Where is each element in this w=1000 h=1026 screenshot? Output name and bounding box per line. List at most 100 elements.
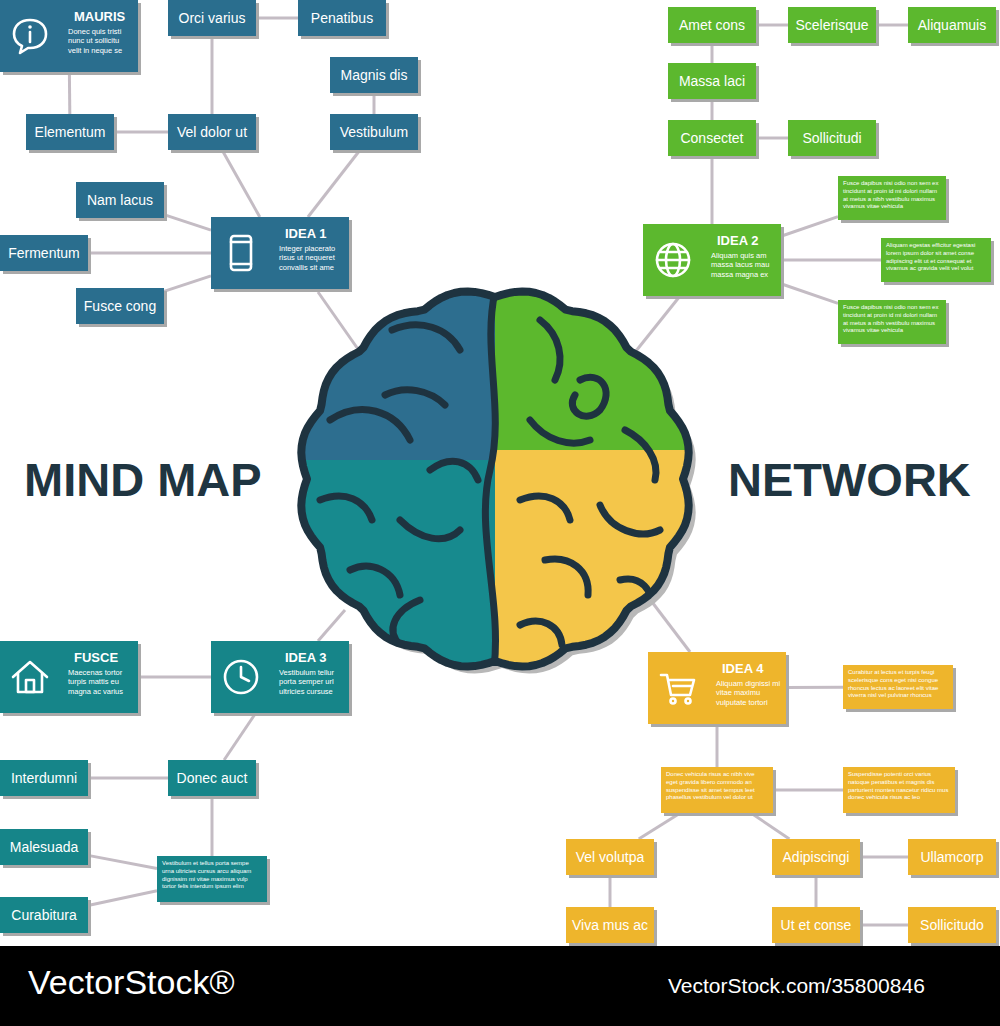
connector [711, 43, 714, 63]
idea-box: IDEA 3Vestibulum tellur porta semper url… [211, 641, 349, 713]
side-title: NETWORK [728, 452, 971, 507]
leader-line [652, 602, 690, 652]
note-box: Fusce dapibus nisi odio non sem ex tinci… [838, 176, 946, 220]
brain-fold [520, 621, 562, 645]
connector [211, 36, 214, 114]
connector [639, 813, 681, 839]
phone-icon [221, 233, 261, 273]
idea-heading: IDEA 2 [711, 233, 776, 248]
topic-box: Elementum [26, 114, 114, 150]
brain-fold [430, 461, 478, 480]
topic-label: Scelerisque [795, 17, 868, 33]
connector [876, 24, 908, 27]
connector [373, 93, 376, 114]
idea-box: IDEA 1 Integer placerato risus ut nequere… [211, 217, 349, 289]
topic-label: Donec auct [177, 770, 248, 786]
connector [756, 137, 788, 140]
topic-label: Viva mus ac [572, 917, 648, 933]
brain-fold [540, 320, 560, 380]
topic-box: Sollicitudo [908, 907, 996, 943]
idea-body: Aliquam quis am massa lacus mau massa ma… [711, 251, 776, 279]
brain-fold [385, 390, 445, 405]
idea-box: FUSCE Maecenas tortor turpis mattis eu ma… [0, 641, 138, 713]
idea-heading: FUSCE [68, 650, 133, 665]
topic-box: Nam lacus [76, 182, 164, 218]
topic-label: Consectet [680, 130, 743, 146]
connector [786, 686, 843, 689]
connector [711, 99, 714, 120]
brain-fold [320, 496, 372, 520]
topic-label: Magnis dis [341, 67, 408, 83]
connector [751, 813, 789, 839]
idea-body: Maecenas tortor turpis mattis eu magna a… [68, 668, 133, 696]
topic-box: Donec auct [168, 760, 256, 796]
note-box: Fusce dapibus nisi odio non sem ex tinci… [838, 300, 946, 344]
idea-box: IDEA 2 Aliquam quis am massa lacus mau ma… [643, 224, 781, 296]
topic-label: Ut et conse [781, 917, 852, 933]
topic-label: Penatibus [311, 10, 373, 26]
note-box: Curabitur at lectus et turpis feugi scel… [843, 665, 953, 709]
side-title: MIND MAP [24, 452, 262, 507]
topic-label: Vestibulum [340, 124, 408, 140]
connector [224, 713, 256, 760]
connector [860, 924, 908, 927]
note-text: Suspendisse potenti orci varius natoque … [848, 771, 950, 802]
connector [781, 217, 838, 237]
connector [815, 875, 818, 907]
info-icon [10, 16, 50, 56]
note-text: Vestibulum et tellus porta sempe urna ul… [162, 860, 262, 891]
topic-label: Interdumni [11, 770, 77, 786]
note-box: Vestibulum et tellus porta sempe urna ul… [157, 856, 267, 902]
idea-body: Integer placerato risus ut nequeret conv… [279, 244, 344, 272]
house-icon [10, 657, 50, 697]
topic-box: Massa laci [668, 63, 756, 99]
topic-label: Fusce cong [84, 298, 156, 314]
connector [609, 875, 612, 907]
topic-label: Nam lacus [87, 192, 153, 208]
topic-label: Adipiscingi [783, 849, 850, 865]
topic-box: Fermentum [0, 235, 88, 271]
topic-box: Vel dolor ut [168, 114, 256, 150]
connector [860, 856, 908, 859]
leader-line [318, 292, 360, 352]
note-text: Curabitur at lectus et turpis feugi scel… [848, 669, 948, 700]
brain-quadrant [280, 270, 495, 460]
idea-heading: IDEA 1 [279, 226, 344, 241]
brain-fold [392, 325, 460, 350]
topic-box: Orci varius [168, 0, 256, 36]
idea-heading: MAURIS [68, 9, 133, 24]
brain-fold [393, 600, 420, 645]
note-box: Aliquam egestas efficitur egestasi lorem… [881, 238, 991, 282]
topic-box: Magnis dis [330, 57, 418, 93]
topic-label: Vel dolor ut [177, 124, 247, 140]
note-box: Suspendisse potenti orci varius natoque … [843, 767, 955, 813]
brain-quadrant [280, 460, 495, 690]
brain-fold [572, 377, 606, 416]
idea-box: MAURIS Donec quis tristi nunc ut sollicit… [0, 0, 138, 72]
topic-label: Elementum [35, 124, 106, 140]
connector [256, 17, 298, 20]
note-text: Aliquam egestas efficitur egestasi lorem… [886, 242, 986, 273]
idea-body: Aliquam dignissi mi vitae maximu vulputa… [716, 679, 781, 707]
topic-box: Vestibulum [330, 114, 418, 150]
topic-box: Viva mus ac [566, 907, 654, 943]
topic-label: Massa laci [679, 73, 745, 89]
brain-folds [320, 292, 660, 668]
note-text: Fusce dapibus nisi odio non sem ex tinci… [843, 180, 941, 211]
topic-label: Fermentum [8, 245, 80, 261]
brain-fold [400, 520, 460, 539]
leader-line [632, 296, 680, 356]
idea-box: IDEA 4 Aliquam dignissi mi vitae maximu v… [648, 652, 786, 724]
globe-icon [653, 240, 693, 280]
connector [164, 215, 211, 231]
brain-fold [545, 559, 588, 595]
watermark-url: VectorStock.com/35800846 [668, 974, 925, 998]
idea-body: Donec quis tristi nunc ut sollicitu veli… [68, 27, 133, 55]
note-text: Donec vehicula risus ac nibh vive eget g… [666, 771, 768, 802]
topic-box: Adipiscingi [772, 839, 860, 875]
connector [138, 676, 211, 679]
topic-box: Amet cons [668, 7, 756, 43]
idea-body: Vestibulum tellur porta semper url ultri… [279, 668, 344, 696]
idea-heading: IDEA 4 [716, 661, 781, 676]
